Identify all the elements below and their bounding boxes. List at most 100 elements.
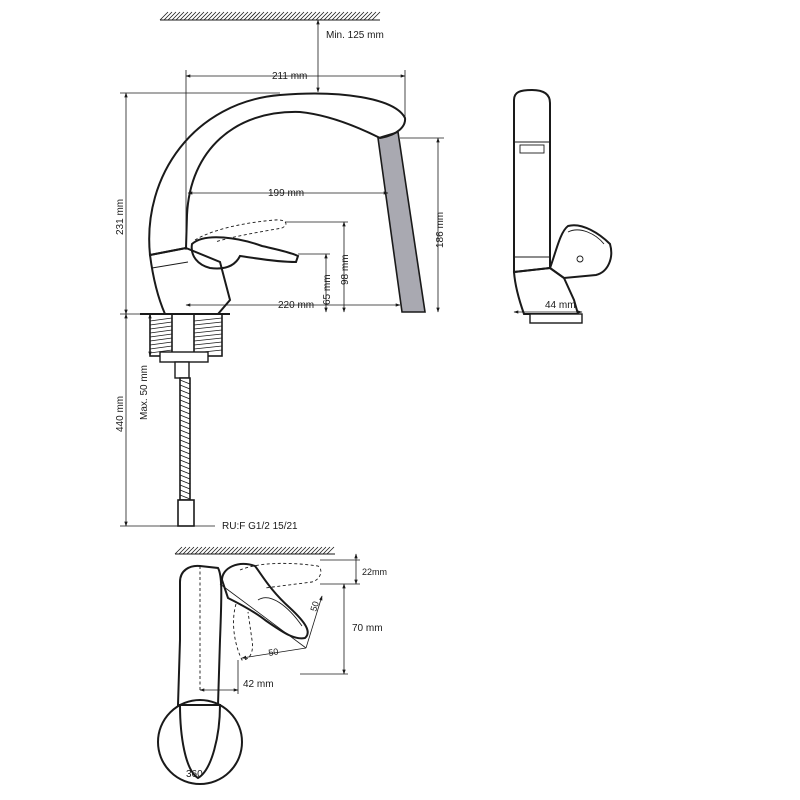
braid-line: [179, 464, 191, 470]
hatch-line: [179, 11, 189, 21]
hose-connector: [177, 499, 195, 527]
hatch-line: [367, 11, 377, 21]
hatch-line: [318, 546, 327, 555]
dim-height-231: 231 mm: [115, 199, 126, 235]
hatch-line: [355, 11, 365, 21]
hatch-line: [215, 11, 225, 21]
hatch-line: [175, 11, 185, 21]
hatch-line: [193, 317, 223, 322]
hatch-line: [306, 546, 315, 555]
hatch-line: [286, 546, 295, 555]
hatch-line: [299, 11, 309, 21]
braid-line: [179, 434, 191, 440]
hatch-line: [174, 546, 183, 555]
hatch-line: [315, 11, 325, 21]
dim-base-220: 220 mm: [278, 300, 314, 311]
hatch-line: [210, 546, 219, 555]
hatch-line: [191, 11, 201, 21]
hatch-line: [250, 546, 259, 555]
hatch-line: [194, 546, 203, 555]
braid-line: [179, 474, 191, 480]
wall-hatch: [174, 546, 335, 555]
hatch-line: [243, 11, 253, 21]
hatch-line: [195, 11, 205, 21]
hatch-line: [238, 546, 247, 555]
hatch-line: [149, 337, 173, 342]
hatch-line: [307, 11, 317, 21]
hatch-line: [149, 321, 173, 326]
hatch-line: [279, 11, 289, 21]
hatch-line: [219, 11, 229, 21]
hatch-line: [193, 321, 223, 326]
side-spout: [513, 88, 551, 274]
dim-width-211: 211 mm: [272, 71, 307, 82]
hatch-line: [339, 11, 349, 21]
braid-line: [179, 494, 191, 500]
hatch-line: [310, 546, 319, 555]
hose-braid: [179, 379, 191, 500]
mixer-lever-raised: [194, 219, 287, 243]
braid-line: [179, 444, 191, 450]
hatch-line: [159, 11, 169, 21]
side-lever: [548, 224, 613, 280]
hatch-line: [283, 11, 293, 21]
plan-lever-alt-left: [233, 603, 253, 661]
dim-hose-440: 440 mm: [115, 396, 126, 432]
hatch-line: [193, 341, 223, 346]
hatch-line: [149, 317, 173, 322]
side-view: 44 mm: [512, 88, 613, 324]
braid-line: [179, 459, 191, 465]
hatch-line: [193, 325, 223, 330]
hatch-line: [278, 546, 287, 555]
braid-line: [179, 414, 191, 420]
braid-line: [179, 419, 191, 425]
mounting-nut: [159, 351, 209, 363]
rotation-360: 360: [186, 769, 203, 780]
braid-line: [179, 479, 191, 485]
hatch-line: [295, 11, 305, 21]
hatch-line: [287, 11, 297, 21]
side-base: [512, 266, 580, 315]
hatch-line: [246, 546, 255, 555]
hatch-line: [275, 11, 285, 21]
braid-line: [179, 454, 191, 460]
braid-line: [179, 404, 191, 410]
plan-spout: [176, 564, 223, 706]
braid-line: [179, 424, 191, 430]
braid-line: [179, 399, 191, 405]
plan-lever-alt-right: [239, 562, 322, 589]
dim-reach-199: 199 mm: [268, 188, 304, 199]
connection-label: RU:F G1/2 15/21: [222, 521, 298, 532]
faucet-body: [148, 246, 232, 315]
hatch-line: [214, 546, 223, 555]
dim-min-ceiling: Min. 125 mm: [326, 30, 384, 41]
hatch-line: [282, 546, 291, 555]
dim-lever-65: 65 mm: [322, 274, 333, 305]
hatch-line: [326, 546, 335, 555]
braid-line: [179, 469, 191, 475]
hatch-line: [322, 546, 331, 555]
hatch-line: [371, 11, 381, 21]
braid-line: [179, 429, 191, 435]
hatch-line: [207, 11, 217, 21]
braid-line: [179, 394, 191, 400]
hatch-line: [314, 546, 323, 555]
hatch-line: [223, 11, 233, 21]
braid-line: [179, 409, 191, 415]
braid-line: [179, 449, 191, 455]
braid-line: [179, 384, 191, 390]
hatch-line: [239, 11, 249, 21]
hatch-line: [331, 11, 341, 21]
hatch-line: [323, 11, 333, 21]
braid-line: [179, 379, 191, 385]
front-view: Min. 125 mm 211 mm 231 mm 199 mm 186 mm …: [115, 11, 446, 532]
braid-line: [179, 389, 191, 395]
hatch-line: [206, 546, 215, 555]
hatch-line: [302, 546, 311, 555]
hatch-line: [227, 11, 237, 21]
plan-lever: [220, 562, 309, 640]
braid-line: [179, 489, 191, 495]
hatch-line: [178, 546, 187, 555]
hatch-line: [254, 546, 263, 555]
hatch-line: [193, 337, 223, 342]
